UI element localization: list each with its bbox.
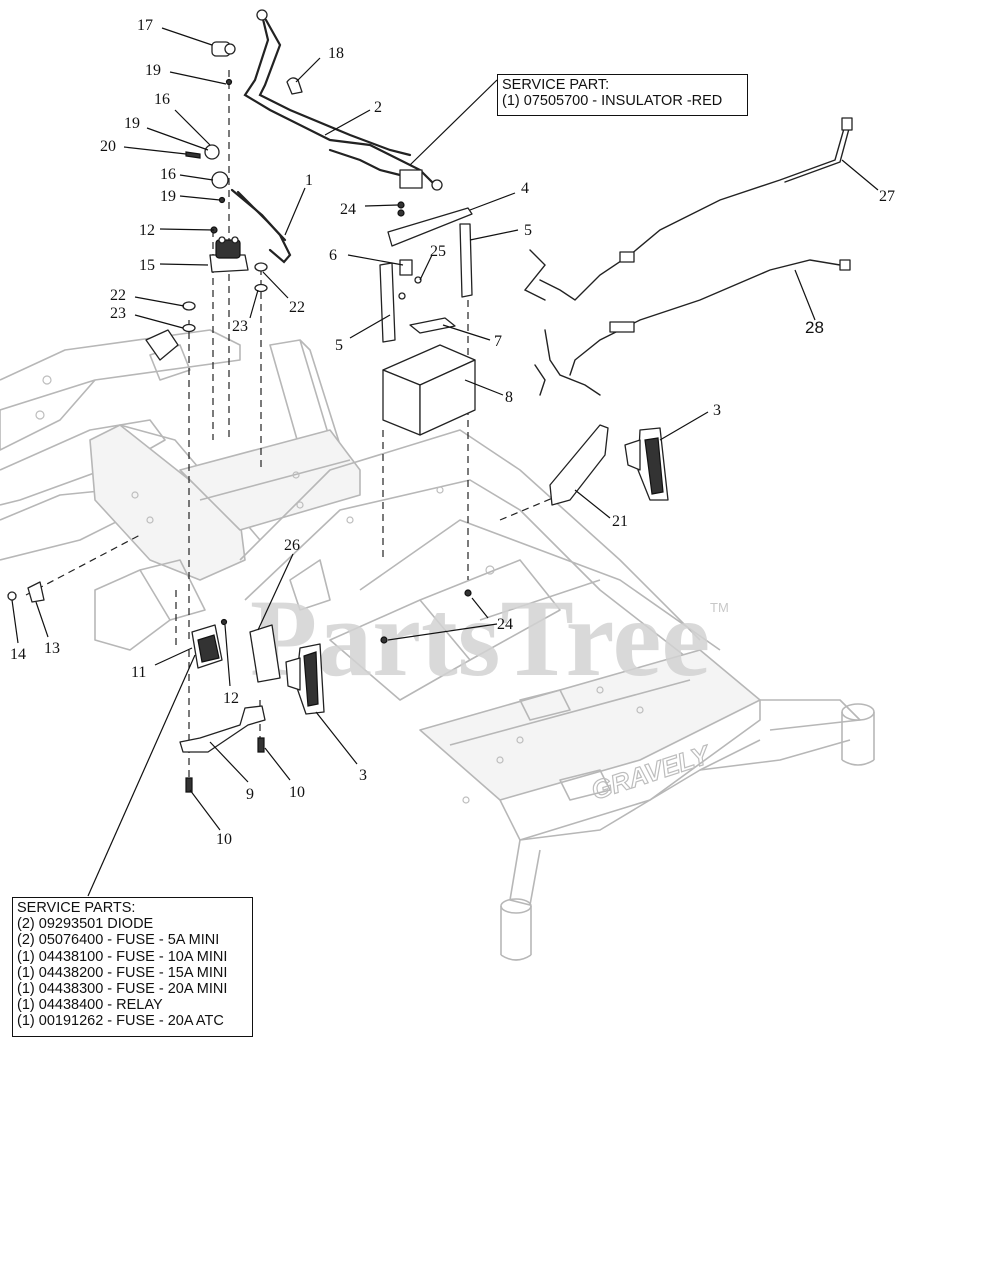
screw-item-24c [380, 636, 388, 644]
light-item-3a [624, 427, 669, 501]
callout-6: 6 [329, 247, 337, 264]
callout-16: 16 [160, 166, 176, 183]
callout-25: 25 [430, 243, 446, 260]
callout-16: 16 [154, 91, 170, 108]
service-parts-line: (2) 09293501 DIODE [17, 916, 154, 933]
callout-15: 15 [139, 257, 155, 274]
callout-19: 19 [145, 62, 161, 79]
watermark: PartsTree [250, 577, 710, 699]
callout-26: 26 [284, 537, 300, 554]
harness-connector [399, 169, 423, 189]
service-parts-line: (1) 00191262 - FUSE - 20A ATC [17, 1013, 224, 1030]
service-parts-title: SERVICE PARTS: [17, 900, 136, 916]
watermark-tm: TM [710, 600, 729, 615]
service-part-line: (1) 07505700 - INSULATOR -RED [502, 93, 723, 110]
leader-lines [11, 27, 879, 897]
callout-7: 7 [494, 333, 502, 350]
service-part-box: SERVICE PART: (1) 07505700 - INSULATOR -… [497, 74, 748, 116]
bracket-item-9 [179, 705, 266, 753]
strap-item-5a [459, 223, 473, 298]
callout-4: 4 [521, 180, 529, 197]
callout-3: 3 [713, 402, 721, 419]
callout-24: 24 [340, 201, 356, 218]
callout-19: 19 [124, 115, 140, 132]
callout-12: 12 [223, 690, 239, 707]
service-parts-box: SERVICE PARTS: (2) 09293501 DIODE (2) 05… [12, 897, 253, 1037]
callout-20: 20 [100, 138, 116, 155]
screw-item-24a [397, 201, 405, 209]
light-item-3b [285, 643, 325, 715]
bolt-item-10b [257, 737, 265, 753]
bracket-item-21 [549, 424, 609, 506]
callout-28: 28 [805, 318, 824, 337]
callout-numbers: 17 18 19 2 16 19 20 16 19 1 12 15 24 4 5… [10, 17, 895, 848]
fuse-block-item-11 [191, 624, 223, 669]
callout-19: 19 [160, 188, 176, 205]
callout-12: 12 [139, 222, 155, 239]
callout-23: 23 [232, 318, 248, 335]
callout-17: 17 [137, 17, 153, 34]
callout-14: 14 [10, 646, 26, 663]
clamp-item-6 [399, 259, 413, 276]
wire-clip-item-18 [286, 77, 303, 95]
callout-22: 22 [110, 287, 126, 304]
screw-item-24b [464, 589, 472, 597]
callout-3: 3 [359, 767, 367, 784]
service-parts-line: (1) 04438300 - FUSE - 20A MINI [17, 981, 228, 998]
callout-5: 5 [524, 222, 532, 239]
washer-item-25 [414, 276, 422, 284]
service-part-title: SERVICE PART: [502, 77, 610, 93]
callout-27: 27 [879, 188, 895, 205]
callout-10: 10 [216, 831, 232, 848]
terminal-item-17 [211, 41, 236, 57]
callout-23: 23 [110, 305, 126, 322]
nuts-washers-22-23 [145, 262, 268, 361]
callout-8: 8 [505, 389, 513, 406]
cable-item-1 [230, 188, 292, 264]
bracket-item-26 [249, 624, 281, 683]
clip-item-13 [27, 581, 45, 603]
callout-1: 1 [305, 172, 313, 189]
solenoid-item-15 [209, 236, 249, 273]
callout-11: 11 [131, 664, 146, 681]
mower-frame: GRAVELY [0, 329, 875, 961]
screw-item-12b [220, 618, 228, 626]
harness-item-28 [534, 259, 851, 396]
bracket-item-4 [387, 207, 473, 247]
service-parts-line: (1) 04438400 - RELAY [17, 997, 163, 1014]
callout-21: 21 [612, 513, 628, 530]
assembly-lines [25, 70, 561, 780]
pad-item-7 [409, 317, 456, 334]
bolt-item-10a [185, 777, 193, 793]
callout-5: 5 [335, 337, 343, 354]
service-parts-line: (2) 05076400 - FUSE - 5A MINI [17, 932, 220, 949]
harness-item-27 [523, 117, 853, 301]
callout-24: 24 [497, 616, 513, 633]
callout-18: 18 [328, 45, 344, 62]
callout-10: 10 [289, 784, 305, 801]
screw-item-14 [7, 591, 17, 601]
callout-9: 9 [246, 786, 254, 803]
battery-item-8 [382, 344, 476, 436]
callout-22: 22 [289, 299, 305, 316]
strap-item-5b [379, 262, 396, 343]
service-parts-line: (1) 04438200 - FUSE - 15A MINI [17, 964, 228, 981]
hardware-16-19-20 [185, 78, 233, 234]
service-parts-line: (1) 04438100 - FUSE - 10A MINI [17, 948, 228, 965]
callout-13: 13 [44, 640, 60, 657]
callout-2: 2 [374, 99, 382, 116]
